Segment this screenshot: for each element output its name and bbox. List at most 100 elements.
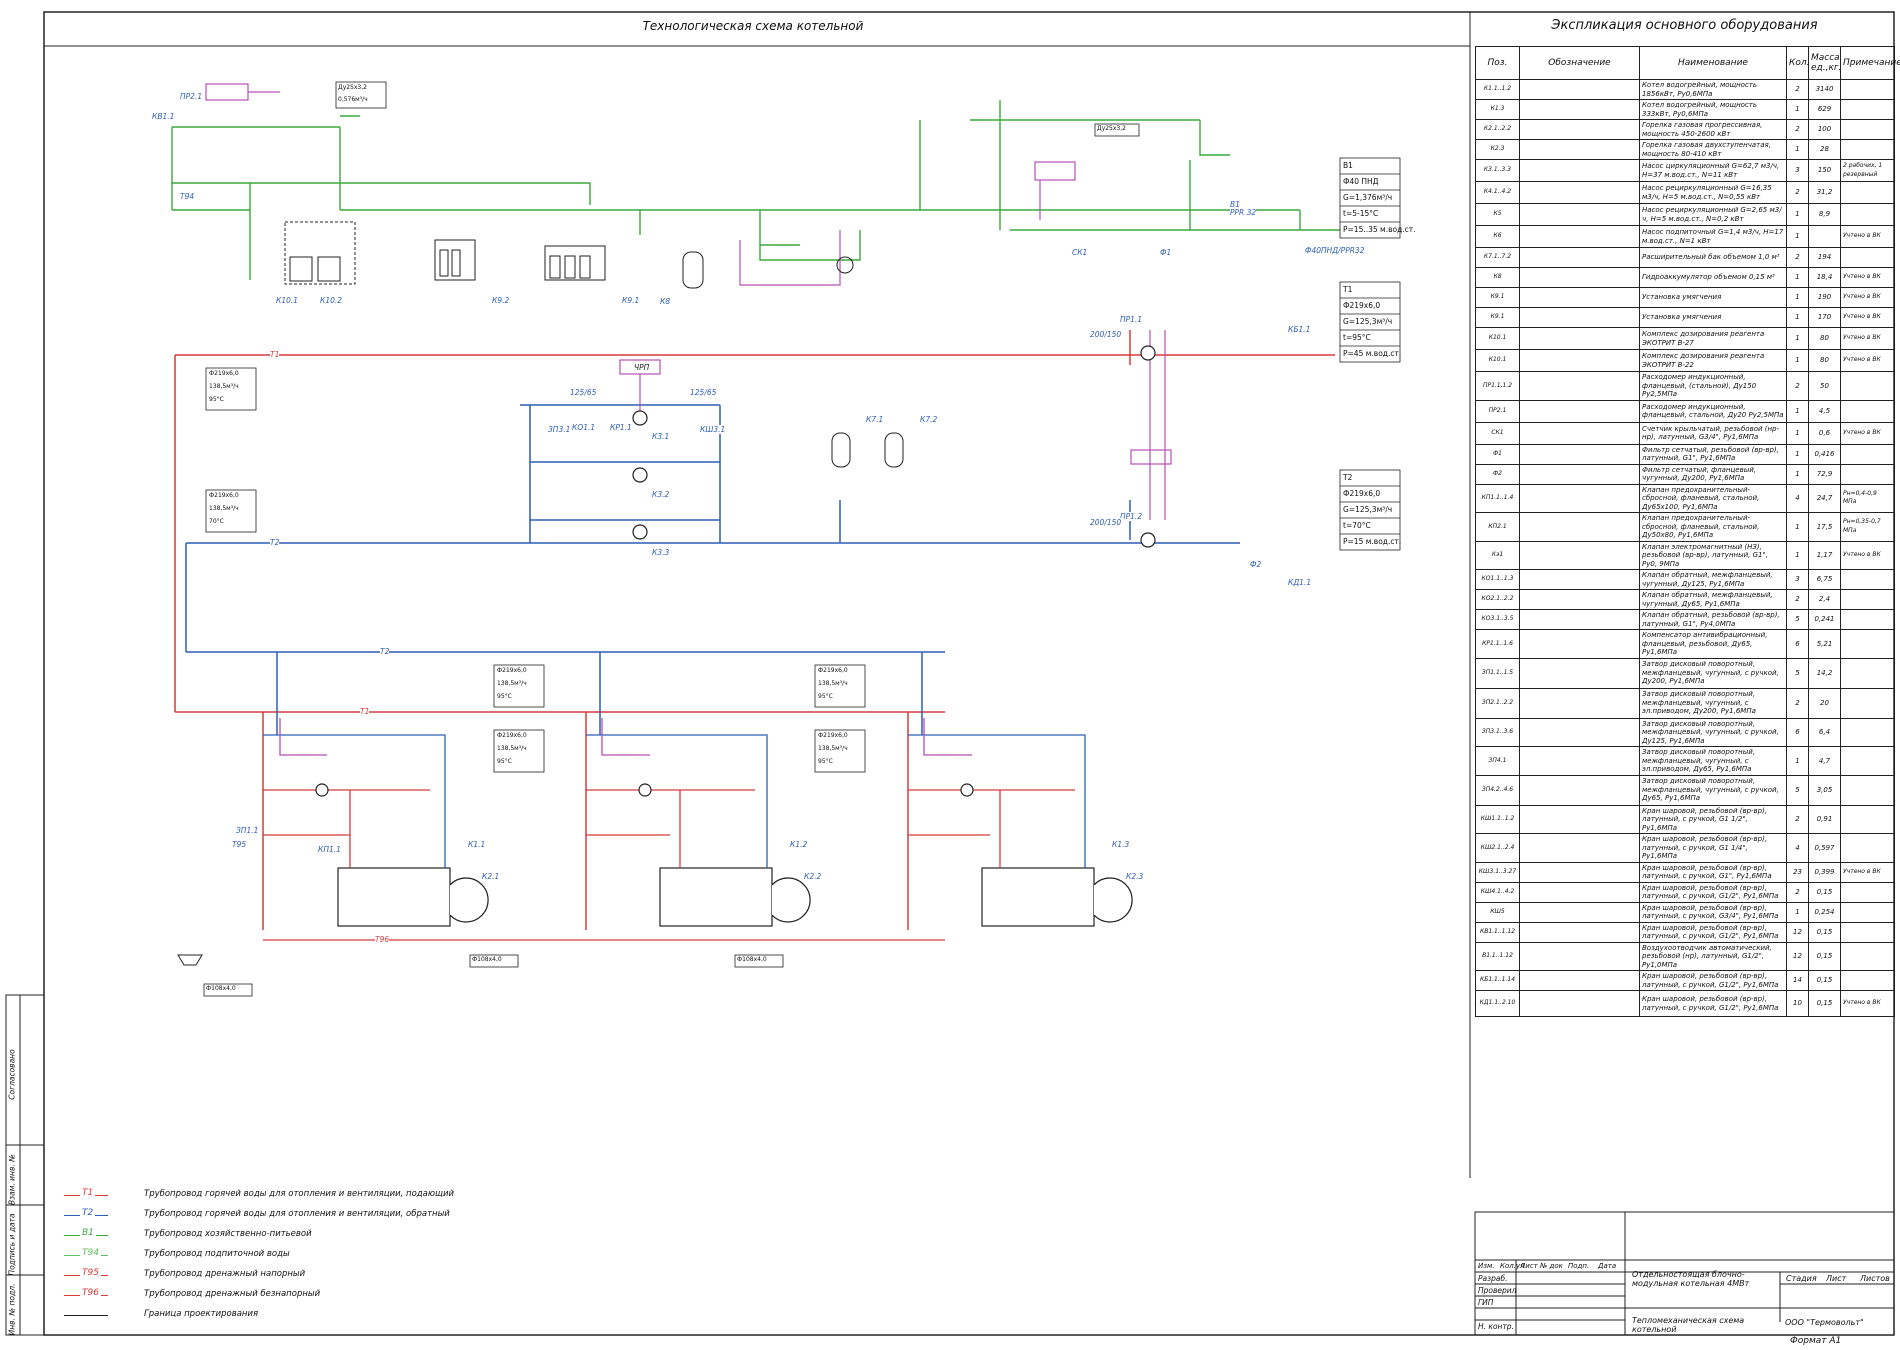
specification-title: Экспликация основного оборудования [1551,18,1818,33]
spec-mass: 0,597 [1808,833,1841,863]
spec-mass: 170 [1808,307,1841,328]
spec-name: Затвор дисковый поворотный, межфланцевый… [1639,687,1787,719]
spec-designation [1519,159,1640,182]
spec-pos: КШ1.1..1.2 [1475,804,1520,834]
spec-qty: 5 [1786,609,1809,630]
spec-pos: К5 [1475,203,1520,226]
header-mass: Масса ед.,кг. [1808,46,1842,80]
param-t2: Ф219х6,0 [1343,489,1381,498]
spec-name: Комплекс дозирования реагента ЭКОТРИТ В-… [1639,349,1787,372]
spec-mass: 0,15 [1808,941,1841,971]
spec-note [1840,901,1895,923]
spec-pos: ПР2.1 [1475,399,1520,423]
title-stage: Стадия [1786,1274,1817,1283]
param-t2: t=70°С [1343,521,1371,530]
param-supply_small: 95°С [818,758,833,765]
spec-designation [1519,970,1640,991]
legend-code: Т96 [80,1288,101,1298]
diagram-label-pr21: ПР2.1 [180,92,203,101]
spec-name: Котел водогрейный, мощность 333кВт, Ру0,… [1639,99,1787,120]
stamp-label: Инв. № подл. [7,1283,17,1336]
spec-name: Гидроаккумулятор объемом 0,15 м³ [1639,267,1787,288]
spec-pos: К9.1 [1475,287,1520,308]
spec-designation [1519,657,1640,689]
spec-pos: ЗП3.1..3.6 [1475,717,1520,747]
spec-name: Кран шаровой, резьбовой (вр-вр), латунны… [1639,970,1787,991]
spec-note: Учтено в ВК [1840,287,1895,308]
spec-designation [1519,307,1640,328]
title-role: № док [1540,1262,1563,1270]
diagram-label-kb: КБ1.1 [1288,325,1311,334]
param-supply_small: 95°С [209,396,224,403]
spec-pos: ЗП1.1..1.5 [1475,657,1520,689]
spec-pos: КШ4.1..4.2 [1475,881,1520,903]
spec-note: Учтено в ВК [1840,225,1895,248]
spec-note [1840,203,1895,226]
spec-pos: ЗП4.2..4.6 [1475,774,1520,806]
diagram-label-pr11: ПР1.1 [1120,315,1143,324]
spec-pos: ЗП2.1..2.2 [1475,687,1520,719]
spec-designation [1519,119,1640,140]
legend-text: Трубопровод горячей воды для отопления и… [144,1209,450,1219]
spec-pos: СК1 [1475,421,1520,445]
spec-mass: 18,4 [1808,267,1841,288]
spec-designation [1519,774,1640,806]
spec-mass: 0,399 [1808,861,1841,883]
spec-mass: 50 [1808,371,1841,401]
spec-name: Затвор дисковый поворотный, межфланцевый… [1639,746,1787,776]
spec-designation [1519,746,1640,776]
param-supply_small: Ф219х6,0 [497,732,527,739]
supply-main-t1 [174,330,1335,930]
spec-designation [1519,589,1640,610]
spec-name: Горелка газовая двухступенчатая, мощност… [1639,139,1787,160]
param-t1: Ф219х6,0 [1343,301,1381,310]
spec-pos: К7.1..7.2 [1475,247,1520,268]
param-return_small: 138,5м³/ч [209,505,239,512]
spec-name: Расширительный бак объемом 1,0 м³ [1639,247,1787,268]
spec-name: Насос подпиточный G=1,4 м3/ч, H=17 м.вод… [1639,225,1787,248]
spec-pos: КВ1.1..1.12 [1475,921,1520,943]
spec-name: Клапан предохранительный-сбросной, флане… [1639,512,1787,542]
param-dn: Ду25х3,2 [338,84,367,91]
title-block-grid [1474,1211,1895,1336]
spec-note [1840,79,1895,100]
title-person: Разраб. [1478,1274,1508,1283]
spec-designation [1519,181,1640,204]
water-supply-network [171,100,1390,280]
spec-pos: К1.1..1.2 [1475,79,1520,100]
spec-name: Кран шаровой, резьбовой (вр-вр), латунны… [1639,990,1787,1017]
spec-designation [1519,371,1640,401]
spec-name: Кран шаровой, резьбовой (вр-вр), латунны… [1639,804,1787,834]
spec-row: КШ1.1..1.2 Кран шаровой, резьбовой (вр-вр… [1475,804,1895,834]
spec-qty: 1 [1786,287,1809,308]
spec-name: Воздухоотводчик автоматический, резьбово… [1639,941,1787,971]
param-boiler_small: 138,5м³/ч [818,680,848,687]
param-supply_small: 138,5м³/ч [209,383,239,390]
spec-mass: 190 [1808,287,1841,308]
spec-qty: 5 [1786,657,1809,689]
diagram-label-t96: Т96 [375,935,390,944]
param-t2: P=15 м.вод.ст. [1343,537,1402,546]
spec-pos: ПР1.1,1.2 [1475,371,1520,401]
title-role: Изм. [1478,1262,1495,1270]
diagram-label-t1: Т1 [270,350,280,359]
spec-name: Котел водогрейный, мощность 1856кВт, Ру0… [1639,79,1787,100]
spec-mass: 1,17 [1808,540,1841,570]
param-t1: t=95°С [1343,333,1371,342]
